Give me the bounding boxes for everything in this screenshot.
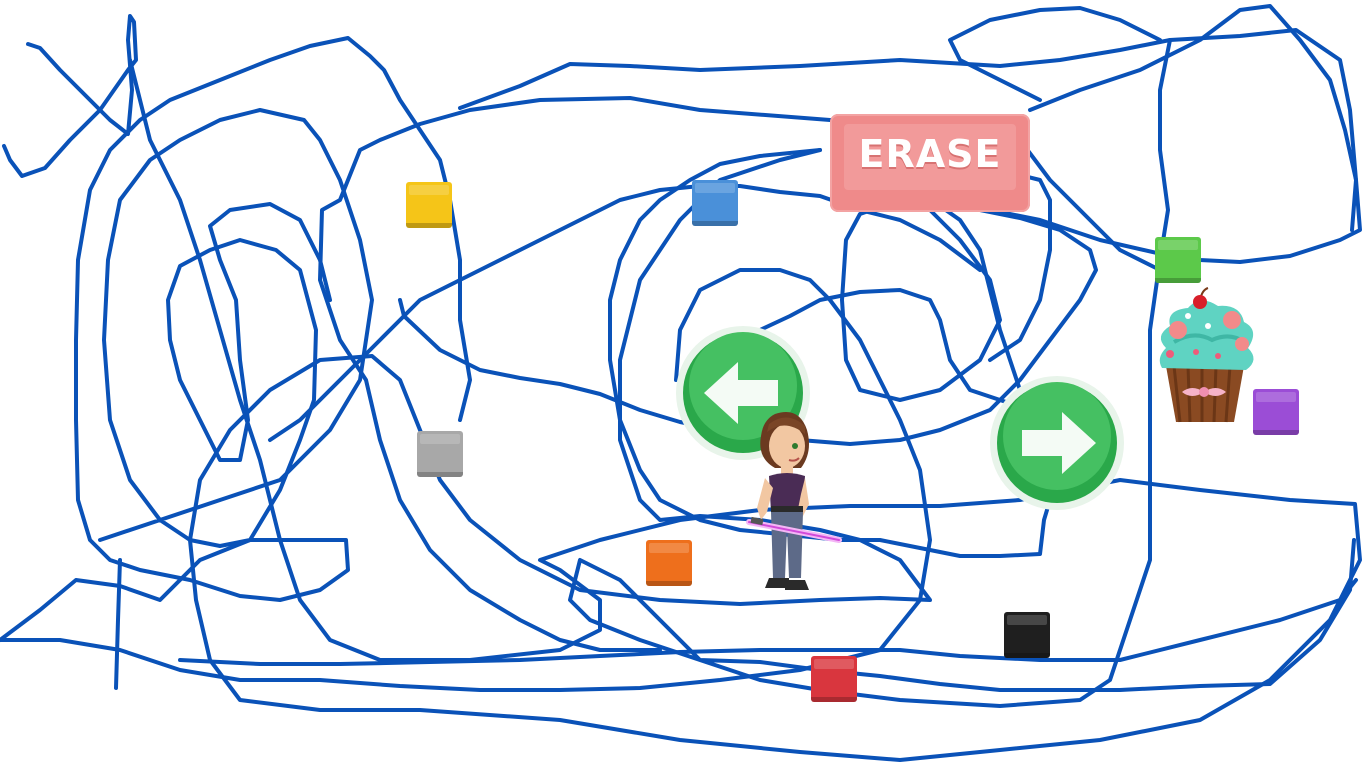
drawn-stroke — [948, 6, 1162, 102]
drawn-stroke — [2, 14, 138, 178]
drawn-stroke — [98, 108, 374, 548]
cupcake-goal-sprite — [1148, 286, 1262, 428]
color-swatch-orange[interactable] — [646, 540, 692, 586]
drawn-stroke — [114, 558, 122, 690]
erase-button-top — [844, 124, 1016, 190]
drawn-stroke — [840, 4, 1362, 402]
drawn-stroke — [938, 204, 1022, 392]
arrow-left-icon — [676, 326, 810, 460]
arrow-right-icon — [990, 376, 1124, 510]
color-swatch-green[interactable] — [1155, 237, 1201, 283]
drawn-stroke — [318, 96, 832, 652]
left-arrow-button[interactable] — [674, 324, 812, 462]
color-swatch-purple[interactable] — [1253, 389, 1299, 435]
player-character-sprite — [735, 408, 845, 604]
drawn-stroke — [0, 36, 472, 642]
cupcake-icon — [1159, 287, 1254, 423]
girl-lightsaber-icon — [746, 412, 842, 590]
color-swatch-blue[interactable] — [692, 180, 738, 226]
drawn-stroke — [568, 38, 1356, 708]
color-swatch-gray[interactable] — [417, 431, 463, 477]
erase-button[interactable]: ERASE — [830, 114, 1030, 212]
drawn-stroke — [458, 28, 1358, 232]
drawn-stroke — [178, 578, 1358, 666]
color-swatch-yellow[interactable] — [406, 182, 452, 228]
color-swatch-red[interactable] — [811, 656, 857, 702]
erase-button-label: ERASE — [858, 132, 1002, 176]
color-swatch-black[interactable] — [1004, 612, 1050, 658]
right-arrow-button[interactable] — [988, 374, 1126, 512]
drawn-stroke — [398, 204, 1098, 446]
drawn-stroke — [0, 268, 932, 692]
drawn-stroke — [608, 148, 1072, 558]
